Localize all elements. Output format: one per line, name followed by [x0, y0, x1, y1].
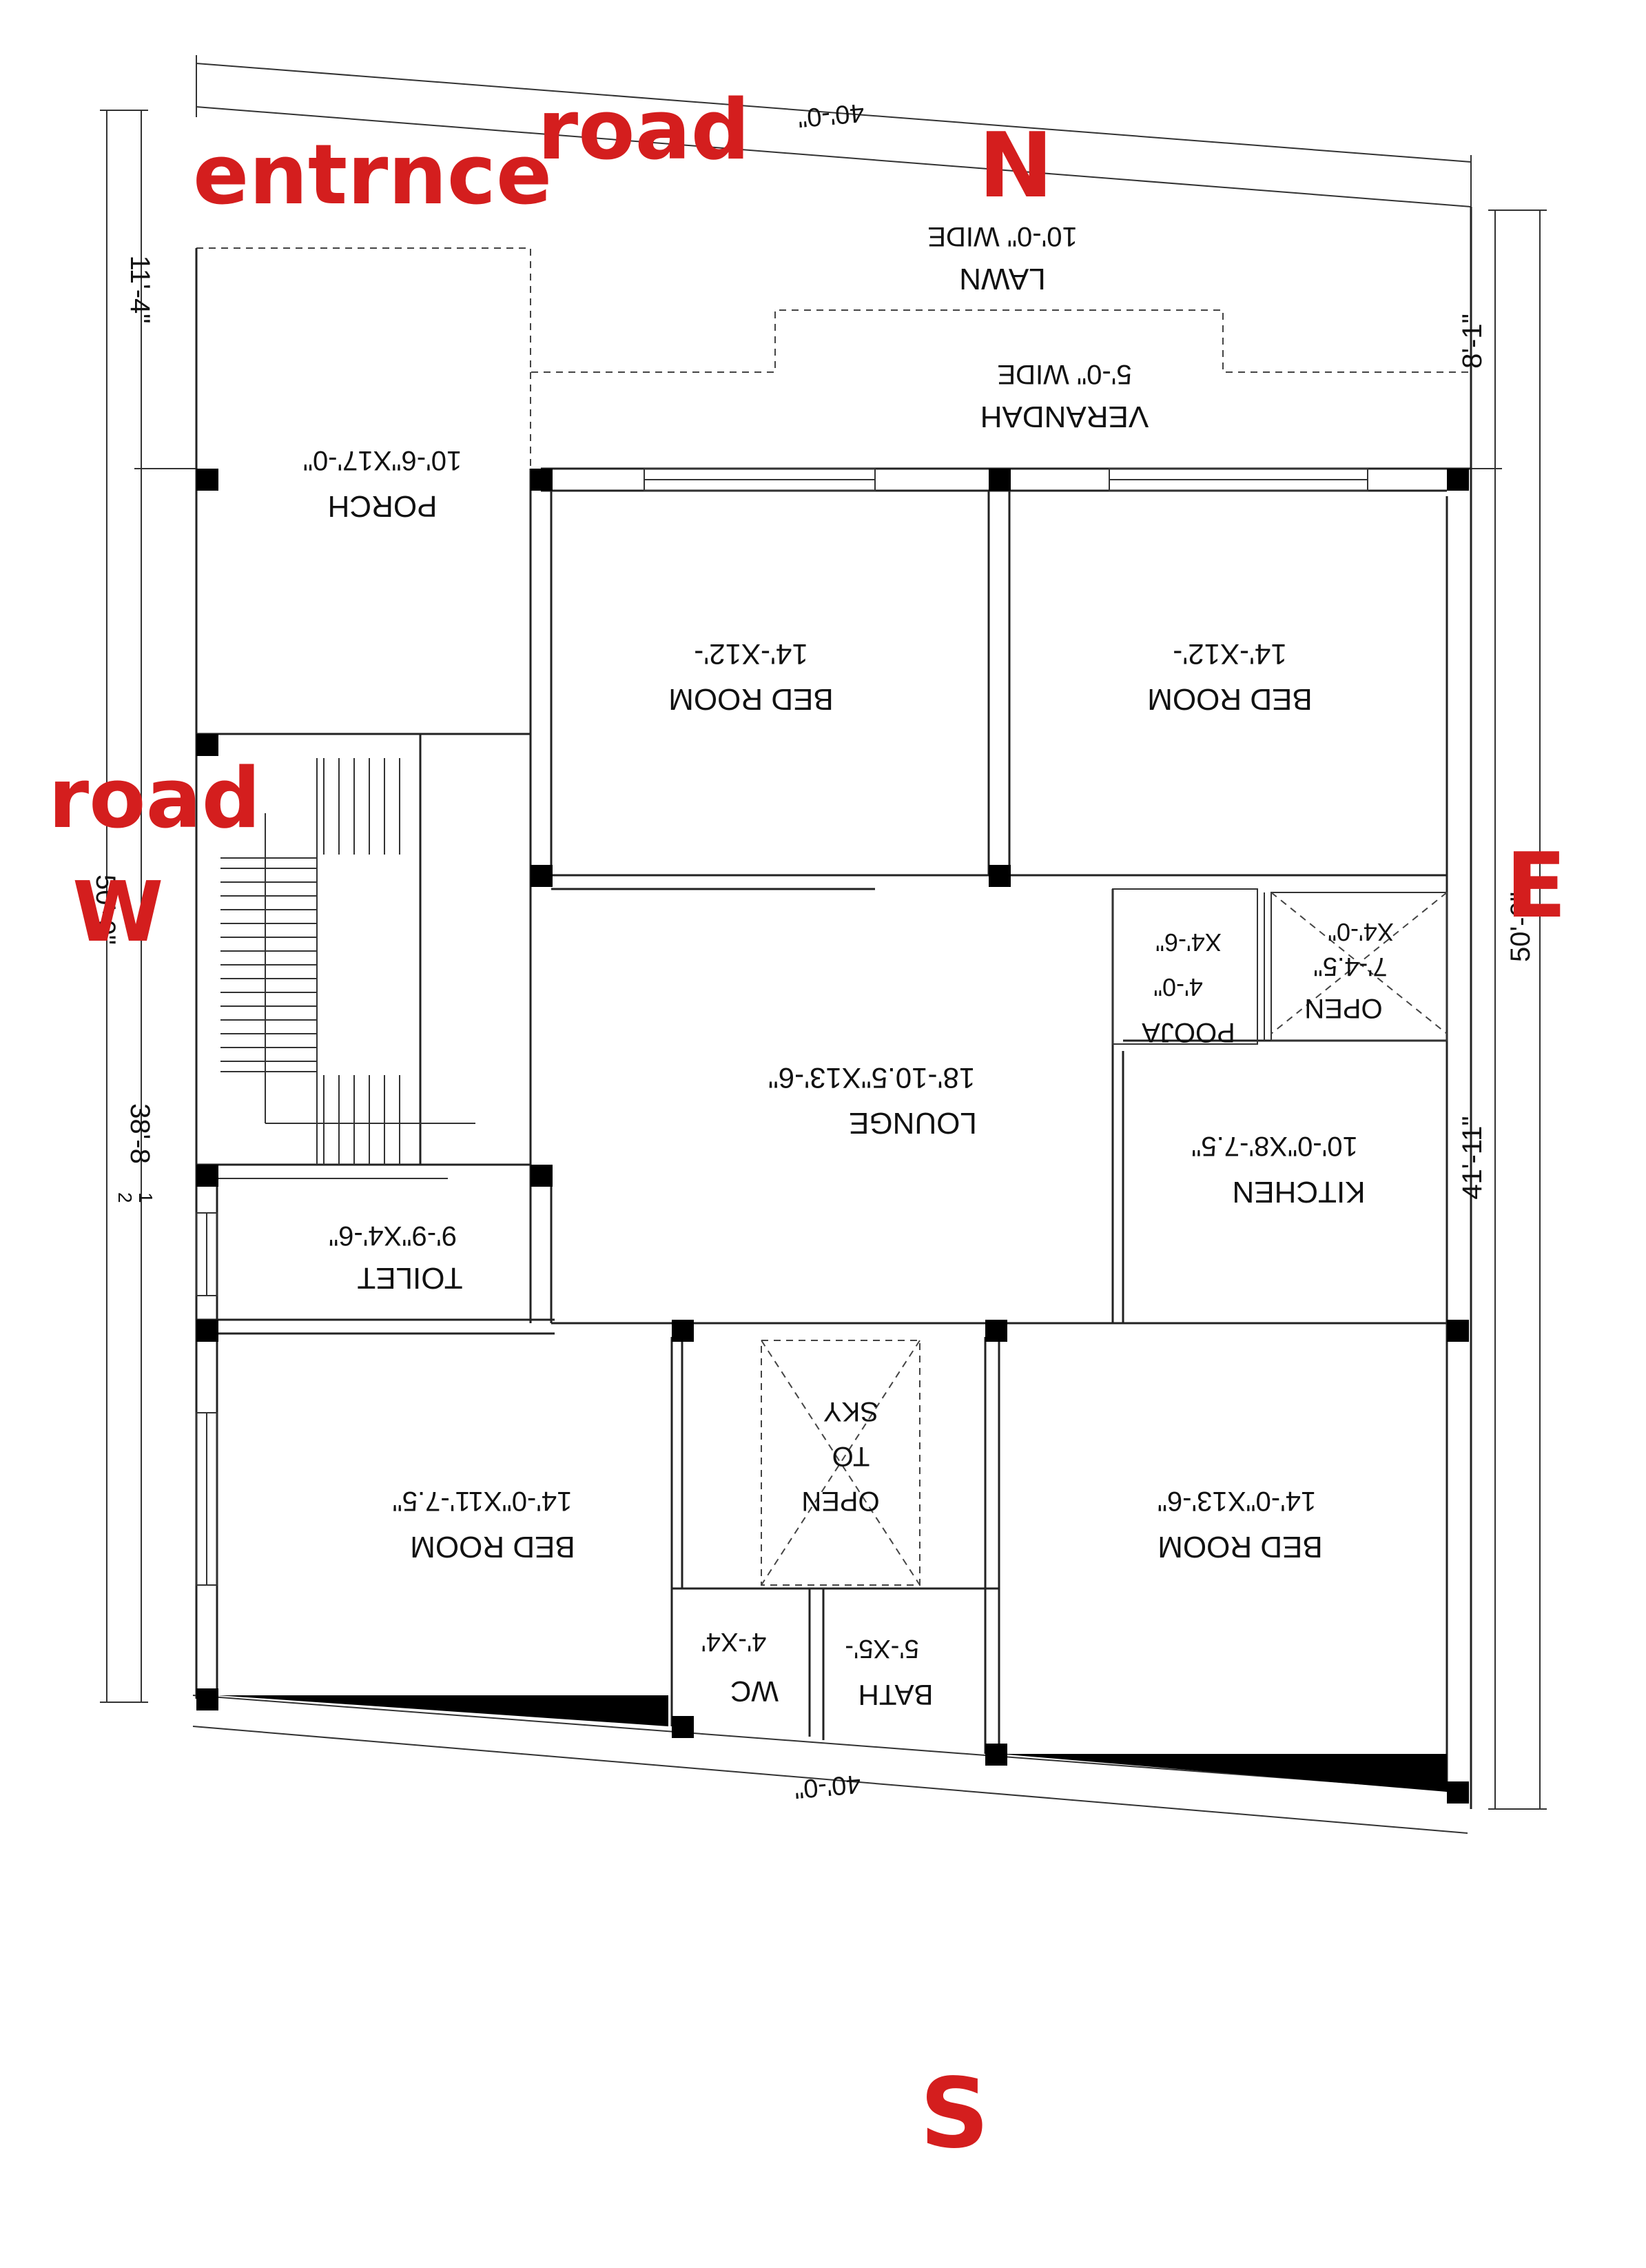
- left-overall-dim: 50'-0": [90, 875, 121, 945]
- wc-size: 4'-X4': [701, 1627, 767, 1656]
- left-main-dim-fraction-num: 1: [135, 1192, 156, 1203]
- open-to-sky-line-3: SKY: [823, 1396, 878, 1427]
- column: [196, 1165, 218, 1187]
- bed-room-1-size: 14'-X12'-: [694, 638, 807, 671]
- pooja-label: POOJA: [1142, 1017, 1235, 1048]
- lawn-verandah-outline: [196, 247, 1471, 469]
- column: [1447, 469, 1469, 491]
- column: [985, 1320, 1007, 1342]
- column: [1447, 1781, 1469, 1804]
- open-shaft-size-2: X4'-0": [1328, 918, 1394, 946]
- west-marker: W: [72, 865, 163, 961]
- east-marker: E: [1505, 833, 1567, 938]
- wc-label: WC: [730, 1675, 779, 1708]
- left-front-dim: 11'-4": [125, 256, 155, 324]
- column: [196, 1320, 218, 1342]
- lawn-size-label: 10'-0" WIDE: [927, 221, 1077, 252]
- dimension-lines: [100, 55, 1547, 1810]
- right-overall-dim: 50'-0": [1505, 892, 1536, 962]
- open-shaft-label: OPEN: [1304, 993, 1382, 1023]
- room-labels: LAWN 10'-0" WIDE VERANDAH 5'-0" WIDE POR…: [303, 221, 1394, 1711]
- bed-room-1-label: BED ROOM: [668, 682, 834, 716]
- column: [196, 734, 218, 756]
- verandah-size-label: 5'-0" WIDE: [997, 359, 1131, 389]
- road-top-note: road: [537, 83, 750, 178]
- left-main-dim-fraction-den: 2: [114, 1192, 136, 1203]
- column: [531, 1165, 553, 1187]
- bed-room-3-size: 14'-0"X11'-7.5": [393, 1486, 573, 1516]
- plot-boundary: [192, 63, 1472, 1834]
- pooja-size: 4'-0": [1153, 973, 1203, 1001]
- column: [531, 865, 553, 887]
- bed-room-2-label: BED ROOM: [1147, 682, 1313, 716]
- right-front-dim: 8'-1": [1457, 314, 1488, 369]
- open-to-sky-line-1: OPEN: [801, 1486, 879, 1516]
- kitchen-size: 10'-0"X8'-7.5": [1191, 1131, 1358, 1161]
- column: [989, 865, 1011, 887]
- building-walls: [195, 207, 1472, 1809]
- bed-room-4-size: 14'-0"X13'-6": [1158, 1486, 1316, 1516]
- road-left-note: road: [48, 751, 261, 847]
- top-width-dim: 40'-0": [796, 98, 865, 132]
- dimension-labels: 40'-0" 40'-0" 11'-4" 50'-0" 38'-8 1 2 8'…: [90, 98, 1536, 1804]
- column: [196, 469, 218, 491]
- north-marker: N: [978, 113, 1053, 218]
- bottom-width-dim: 40'-0": [793, 1769, 862, 1804]
- column: [985, 1744, 1007, 1766]
- pooja-size-2: X4'-6": [1155, 928, 1222, 957]
- column: [1447, 1320, 1469, 1342]
- staircase: [220, 758, 475, 1165]
- bath-size: 5'-X5'-: [845, 1634, 918, 1663]
- columns: [196, 469, 1469, 1804]
- porch-label: PORCH: [328, 489, 438, 523]
- lounge-size: 18'-10.5"X13'-6": [768, 1062, 975, 1094]
- bed-room-3-label: BED ROOM: [410, 1530, 575, 1564]
- south-marker: S: [920, 2058, 989, 2170]
- kitchen-label: KITCHEN: [1232, 1175, 1365, 1209]
- entrance-note: entrnce: [193, 127, 552, 223]
- column: [672, 1320, 694, 1342]
- bath-label: BATH: [858, 1679, 934, 1711]
- lawn-label: LAWN: [959, 262, 1046, 296]
- annotations: entrnce road N road W E S: [48, 83, 1567, 2170]
- toilet-label: TOILET: [357, 1261, 462, 1295]
- right-main-dim: 41'-11": [1457, 1116, 1488, 1199]
- toilet-size: 9'-9"X4'-6": [329, 1220, 457, 1251]
- column: [196, 1688, 218, 1710]
- bed-room-2-size: 14'-X12'-: [1173, 638, 1286, 671]
- column: [989, 469, 1011, 491]
- column: [672, 1716, 694, 1738]
- bed-room-4-label: BED ROOM: [1158, 1530, 1323, 1564]
- verandah-label: VERANDAH: [980, 400, 1149, 433]
- porch-size-label: 10'-6"X17'-0": [303, 445, 462, 476]
- open-to-sky-line-2: TO: [832, 1441, 870, 1471]
- lounge-label: LOUNGE: [849, 1106, 977, 1140]
- column: [531, 469, 553, 491]
- open-shaft-size: 7'-4.5": [1313, 952, 1387, 981]
- left-main-dim: 38'-8: [125, 1103, 155, 1164]
